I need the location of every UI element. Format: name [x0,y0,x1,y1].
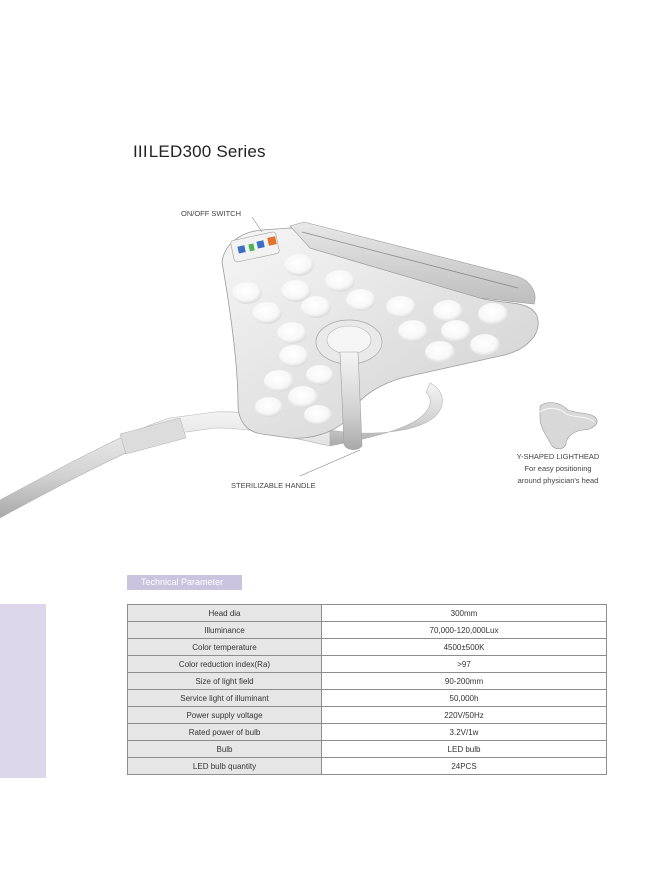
y-shaped-lighthead-label: Y-SHAPED LIGHTHEAD For easy positioning … [503,451,613,487]
param-value: 4500±500K [321,638,607,656]
on-off-switch-label: ON/OFF SWITCH [181,209,241,218]
led-array [232,254,508,425]
lamp-yoke [329,382,443,447]
table-row: Color reduction index(Ra)>97 [127,655,607,673]
product-illustration [0,216,598,519]
param-value: 300mm [321,604,607,622]
param-name: Power supply voltage [127,706,322,724]
param-value: >97 [321,655,607,673]
param-name: Head dia [127,604,322,622]
y-shaped-title: Y-SHAPED LIGHTHEAD [516,452,600,461]
y-lighthead-thumbnail [539,402,598,450]
mode-button-icon [256,240,265,249]
control-button-icon [237,245,246,254]
param-name: Rated power of bulb [127,723,322,741]
param-value: LED bulb [321,740,607,758]
param-name: Service light of illuminant [127,689,322,707]
power-switch-icon [267,236,277,246]
sterilizable-handle [339,351,363,450]
param-value: 70,000-120,000Lux [321,621,607,639]
param-name: LED bulb quantity [127,757,322,775]
param-value: 220V/50Hz [321,706,607,724]
param-value: 24PCS [321,757,607,775]
param-value: 50,000h [321,689,607,707]
technical-parameter-tag: Technical Parameter [127,575,242,590]
sterilizable-handle-label: STERILIZABLE HANDLE [231,481,316,490]
title-text: LED300 Series [148,142,266,161]
param-name: Illuminance [127,621,322,639]
title-prefix: III [133,142,148,161]
param-value: 3.2V/1w [321,723,607,741]
param-name: Color reduction index(Ra) [127,655,322,673]
y-shaped-line2: around physician's head [517,476,599,485]
param-name: Color temperature [127,638,322,656]
y-shaped-line1: For easy positioning [524,464,592,473]
param-name: Size of light field [127,672,322,690]
side-accent-bar [0,604,46,778]
param-name: Bulb [127,740,322,758]
page-title: IIILED300 Series [133,142,266,162]
param-value: 90-200mm [321,672,607,690]
